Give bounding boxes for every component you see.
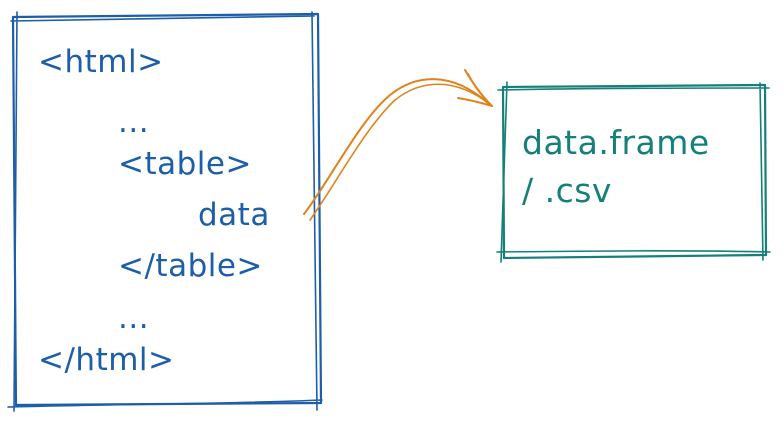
- code-line-table-close: </table>: [118, 248, 263, 284]
- code-line-ellipsis-bottom: ...: [118, 300, 150, 336]
- code-line-html-open: <html>: [38, 44, 164, 80]
- arrow-head-icon: [457, 69, 493, 107]
- dataframe-label: data.frame: [522, 123, 710, 162]
- code-line-data: data: [198, 197, 270, 233]
- html-document-box: [7, 11, 323, 412]
- code-line-ellipsis-top: ...: [118, 104, 150, 140]
- code-line-html-close: </html>: [38, 342, 175, 378]
- csv-label: / .csv: [522, 171, 612, 210]
- code-line-table-open: <table>: [118, 146, 252, 182]
- dataframe-box: [496, 81, 771, 263]
- conversion-arrow: [303, 69, 493, 221]
